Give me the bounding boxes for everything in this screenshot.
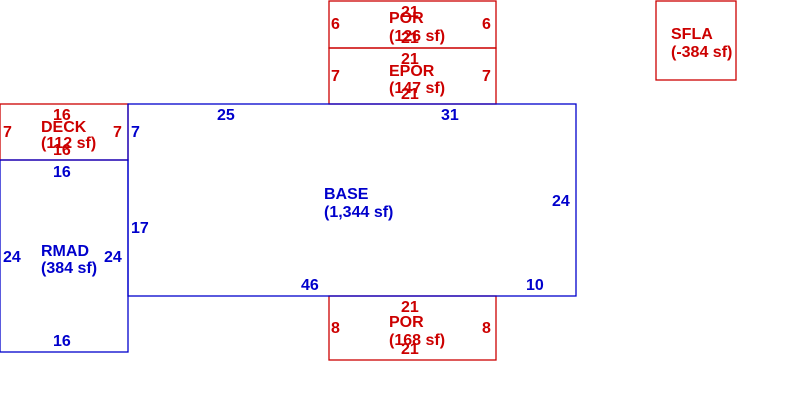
por-top-dim-bottom: 21 xyxy=(401,30,419,47)
por-bottom-area: (168 sf) xyxy=(389,332,445,349)
deck-area: (112 sf) xyxy=(41,135,96,152)
epor-area: (147 sf) xyxy=(389,80,445,97)
rmad-dim-right: 24 xyxy=(104,249,122,266)
sfla-area: (-384 sf) xyxy=(671,44,732,61)
base-dim-top-left: 25 xyxy=(217,107,235,124)
por-top-area: (126 sf) xyxy=(389,28,445,45)
rmad-outline xyxy=(0,159,129,353)
rmad-dim-bottom: 16 xyxy=(53,333,71,350)
deck-dim-right: 7 xyxy=(113,124,122,141)
deck-dim-top: 16 xyxy=(53,107,71,124)
por-bottom-dim-top: 21 xyxy=(401,299,419,316)
rmad-area: (384 sf) xyxy=(41,260,97,277)
por-top-dim-left: 6 xyxy=(331,16,340,33)
base-dim-bottom-left: 46 xyxy=(301,277,319,294)
rmad-name: RMAD xyxy=(41,243,89,260)
base-dim-right: 24 xyxy=(552,193,570,210)
rmad-dim-top: 16 xyxy=(53,164,71,181)
epor-dim-bottom: 21 xyxy=(401,86,419,103)
base-dim-left-lower: 17 xyxy=(131,220,149,237)
epor-name: EPOR xyxy=(389,63,435,80)
deck-name: DECK xyxy=(41,119,87,136)
base-dim-bottom-right: 10 xyxy=(526,277,544,294)
por-bottom-name: POR xyxy=(389,314,424,331)
rmad-dim-left: 24 xyxy=(3,249,21,266)
deck-dim-left: 7 xyxy=(3,124,12,141)
por-top-name: POR xyxy=(389,10,424,27)
por-bottom-dim-right: 8 xyxy=(482,320,491,337)
deck-dim-bottom: 16 xyxy=(53,142,71,159)
base-name: BASE xyxy=(324,186,369,203)
base-dim-left-upper: 7 xyxy=(131,124,140,141)
epor-dim-top: 21 xyxy=(401,51,419,68)
por-bottom-dim-left: 8 xyxy=(331,320,340,337)
por-top-dim-top: 21 xyxy=(401,4,419,21)
sfla-name: SFLA xyxy=(671,26,713,43)
sfla-outline xyxy=(655,0,737,81)
base-area: (1,344 sf) xyxy=(324,204,393,221)
por-top-dim-right: 6 xyxy=(482,16,491,33)
epor-dim-right: 7 xyxy=(482,68,491,85)
epor-dim-left: 7 xyxy=(331,68,340,85)
por-bottom-dim-bottom: 21 xyxy=(401,341,419,358)
base-dim-top-right: 31 xyxy=(441,107,459,124)
